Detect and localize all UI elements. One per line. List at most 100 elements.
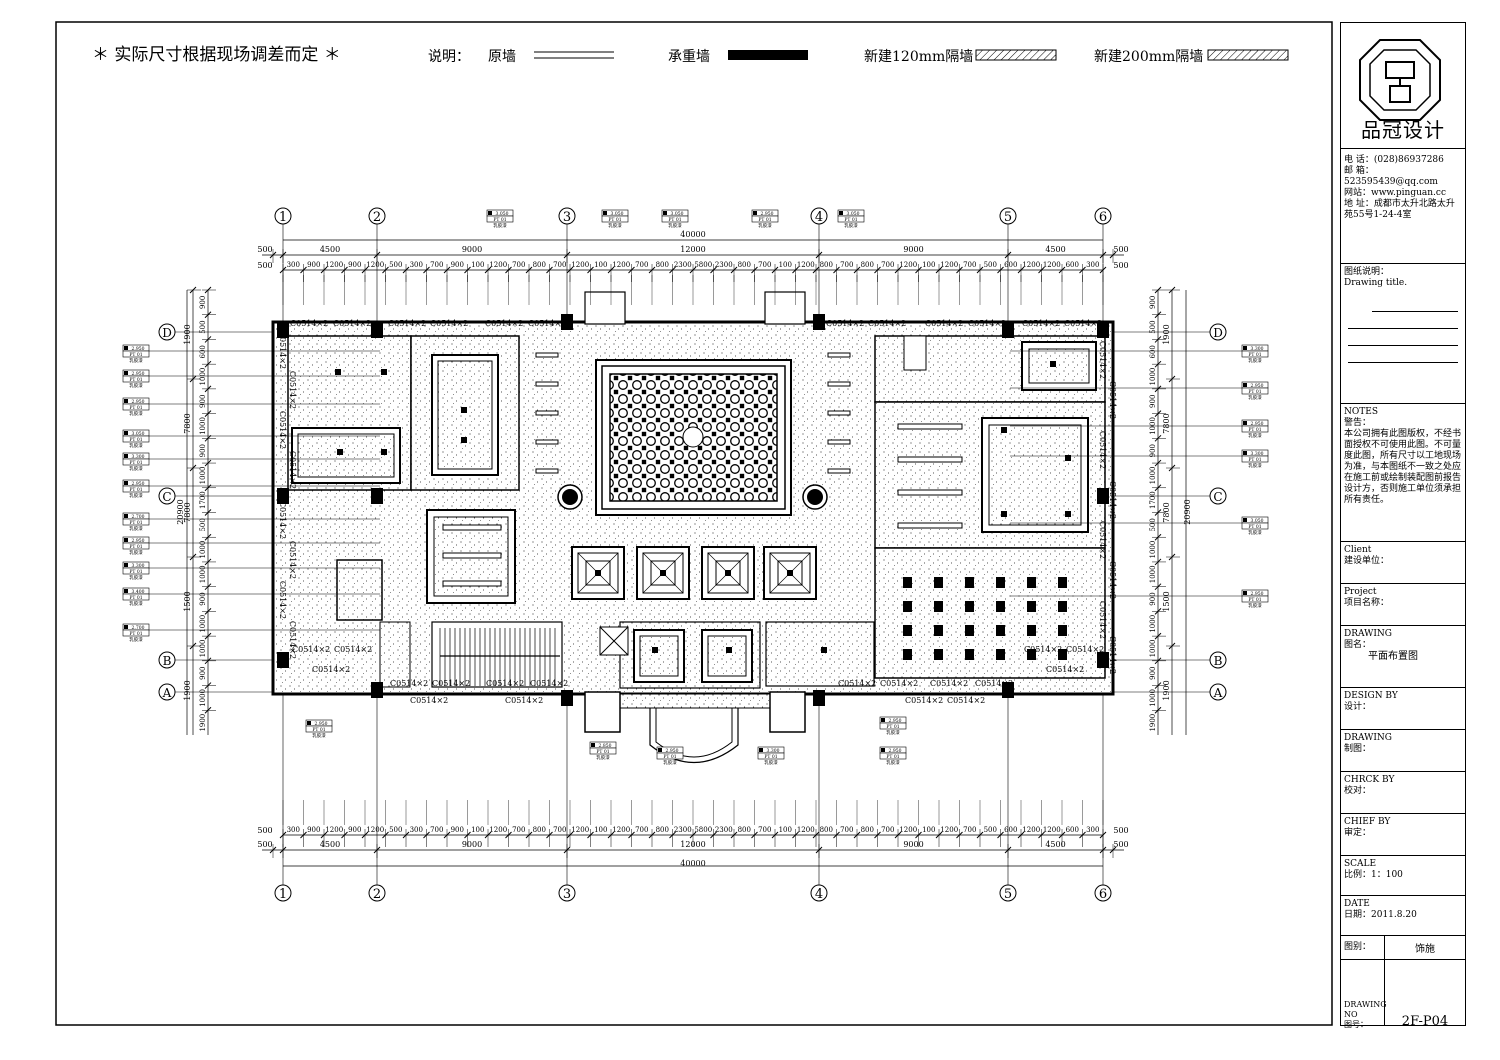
level-code: PT 01 — [844, 217, 857, 223]
dim-label: 800 — [861, 261, 874, 269]
level-code: PT 01 — [1248, 524, 1261, 530]
level-note: 乳胶漆 — [129, 574, 143, 581]
level-note: 乳胶漆 — [493, 222, 507, 229]
dim-label: 1200 — [1043, 261, 1061, 269]
dim-label: 1900 — [183, 680, 192, 700]
dim-side-total-right: 20900 — [1183, 499, 1192, 524]
design-en: DESIGN BY — [1344, 691, 1398, 701]
dim-label: 300 — [287, 826, 300, 834]
client-en: Client — [1344, 545, 1372, 555]
dim-edge: 500 — [1113, 261, 1128, 270]
ceiling-light — [996, 625, 1005, 636]
level-code: PT 01 — [129, 544, 142, 550]
dim-label: 100 — [594, 826, 607, 834]
check-cell: CHRCK BY 校对： — [1341, 772, 1465, 814]
legend-new-120-wall: 新建120mm隔墙 — [864, 49, 973, 65]
level-code: PT 01 — [663, 754, 676, 760]
dim-label: 100 — [471, 826, 484, 834]
notes-label: 警告： — [1344, 418, 1372, 428]
level-code: PT 01 — [1248, 389, 1261, 395]
dim-label: 500 — [984, 261, 997, 269]
level-value: 3.050 — [1251, 518, 1264, 524]
dim-label: 900 — [348, 261, 361, 269]
dim-label: 1200 — [571, 826, 589, 834]
window-tag: C0514×2 — [278, 581, 287, 619]
dim-label: 1000 — [1149, 541, 1157, 559]
dim-label: 1000 — [1149, 640, 1157, 658]
dim-label: 700 — [635, 261, 648, 269]
level-value: 2.950 — [132, 481, 145, 487]
dim-label: 1000 — [199, 541, 207, 559]
dim-label: 700 — [635, 826, 648, 834]
dim-label: 1000 — [1149, 615, 1157, 633]
ceiling-light — [996, 601, 1005, 612]
window-tag: C0514×2 — [486, 679, 524, 688]
project-label: 项目名称： — [1344, 598, 1390, 608]
dim-label: 1200 — [571, 261, 589, 269]
level-value: 3.300 — [132, 454, 145, 460]
dim-label: 700 — [840, 826, 853, 834]
dim-edge-right: 500 — [1113, 840, 1128, 849]
level-value: 3.050 — [611, 211, 624, 217]
dim-label: 1200 — [612, 261, 630, 269]
level-value: 2.700 — [132, 514, 145, 520]
down-light — [821, 647, 827, 653]
level-value: 2.950 — [132, 399, 145, 405]
structural-column — [277, 322, 289, 338]
linear-light — [897, 456, 963, 463]
scale-label: 比例：1：100 — [1344, 870, 1403, 880]
drawing-no-label: 图号： — [1344, 1020, 1368, 1029]
dim-label: 700 — [758, 826, 771, 834]
dim-major: 4500 — [320, 245, 340, 254]
structural-column — [277, 488, 289, 504]
dim-label: 600 — [199, 345, 207, 358]
dim-label: 2300 — [674, 261, 692, 269]
structural-column — [1097, 652, 1109, 668]
dim-label: 1200 — [366, 261, 384, 269]
structural-column — [1002, 322, 1014, 338]
dim-label: 100 — [922, 261, 935, 269]
notes-cell: NOTES 警告： 本公司拥有此图版权，不经书面授权不可使用此图。不可量度此图，… — [1341, 404, 1465, 542]
level-code: PT 01 — [1248, 427, 1261, 433]
dim-label: 800 — [861, 826, 874, 834]
level-value: 3.050 — [847, 211, 860, 217]
dim-major: 4500 — [1045, 245, 1065, 254]
drawing-description-cell: 图纸说明： Drawing title. — [1341, 264, 1465, 404]
dim-label: 1000 — [199, 417, 207, 435]
window-tag: C0514×2 — [880, 679, 918, 688]
window-tag: C0514×2 — [1108, 381, 1117, 419]
company-logo — [1359, 39, 1441, 121]
window-tag: C0514×2 — [968, 319, 1006, 328]
grid-label-col-5: 5 — [1004, 887, 1012, 902]
dim-label: 1500 — [1162, 591, 1171, 611]
drawing-no-en: DRAWING NO — [1344, 1000, 1387, 1019]
ceiling-light — [965, 649, 974, 660]
dim-edge: 500 — [257, 261, 272, 270]
dim-label: 300 — [1086, 261, 1099, 269]
header-note: ＊ 实际尺寸根据现场调差而定 ＊ — [92, 45, 341, 65]
grid-label-col-3: 3 — [563, 210, 571, 225]
date-en: DATE — [1344, 899, 1370, 909]
legend-original-wall: 原墙 — [488, 49, 516, 65]
level-code: PT 01 — [764, 754, 777, 760]
dim-label: 700 — [553, 826, 566, 834]
dim-label: 1200 — [899, 261, 917, 269]
level-note: 乳胶漆 — [129, 492, 143, 499]
down-light — [461, 437, 467, 443]
legend-symbols — [534, 49, 1289, 61]
ceiling-light — [1027, 649, 1036, 660]
grid-label-col-4: 4 — [815, 887, 823, 902]
dim-label: 900 — [199, 395, 207, 408]
drawing-desc-label: 图纸说明： — [1344, 267, 1390, 277]
structural-column — [1097, 488, 1109, 504]
logo-cell: 品冠设计 — [1341, 23, 1465, 149]
dim-major: 4500 — [320, 840, 340, 849]
entry-ceiling — [701, 629, 753, 683]
